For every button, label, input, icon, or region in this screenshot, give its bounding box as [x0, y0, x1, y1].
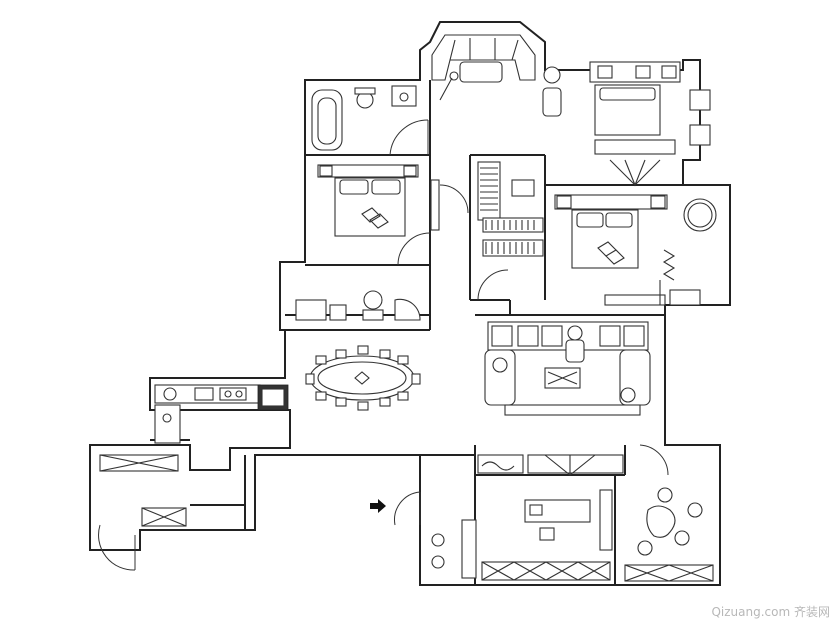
entry-arrow-icon: [370, 499, 386, 513]
guest-bathroom: [295, 290, 421, 321]
dining-room: [305, 345, 421, 411]
master-bedroom: [431, 34, 711, 187]
study: [461, 444, 669, 581]
bedroom-3: [554, 194, 717, 306]
living-room: [484, 321, 651, 416]
foyer: [394, 491, 445, 569]
walk-in-closet: [477, 161, 544, 301]
reading-room: [624, 487, 714, 582]
master-bathroom: [311, 85, 429, 156]
watermark: Qizuang.com 齐装网: [711, 605, 830, 619]
balcony: [98, 454, 187, 571]
interior-walls: [150, 80, 683, 585]
bedroom-2: [317, 164, 469, 266]
kitchen: [154, 384, 289, 444]
